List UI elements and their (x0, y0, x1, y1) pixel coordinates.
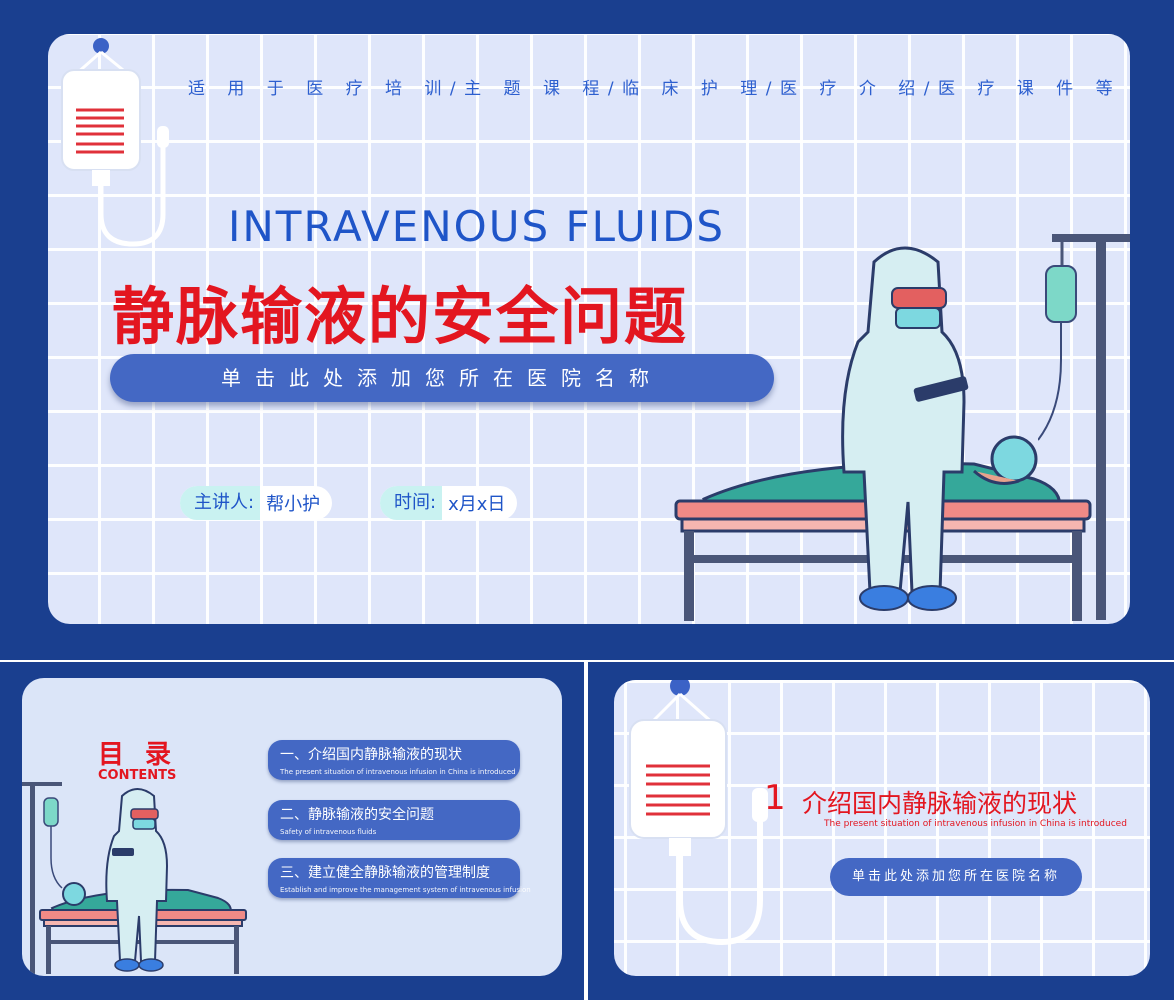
usage-line: 适 用 于 医 疗 培 训/主 题 课 程/临 床 护 理/医 疗 介 绍/医 … (188, 79, 1130, 99)
section-subtitle: The present situation of intravenous inf… (824, 819, 1127, 829)
title-en: INTRAVENOUS FLUIDS (228, 202, 726, 251)
toc-item-subtitle: The present situation of intravenous inf… (280, 768, 516, 776)
speaker-pill: 主讲人: 帮小护 (180, 486, 333, 520)
iv-stand-icon (22, 782, 63, 976)
doctor-figure (841, 246, 969, 611)
iv-stand-icon (1038, 234, 1130, 620)
doctor-figure (105, 788, 169, 972)
toc-item-title: 二、静脉输液的安全问题 (280, 807, 434, 823)
toc-item-subtitle: Safety of intravenous fluids (280, 828, 377, 836)
toc-item-subtitle: Establish and improve the management sys… (280, 886, 531, 894)
contents-title: 目 录 (98, 740, 178, 770)
time-pill: 时间: x月x日 (380, 486, 518, 520)
toc-item-2[interactable]: 二、静脉输液的安全问题 Safety of intravenous fluids (268, 800, 520, 840)
time-value[interactable]: x月x日 (448, 494, 506, 515)
time-label: 时间: (380, 486, 443, 520)
iv-bag-icon (629, 680, 768, 946)
hospital-name-placeholder[interactable]: 单击此处添加您所在医院名称 (110, 354, 774, 402)
toc-item-1[interactable]: 一、介绍国内静脉输液的现状 The present situation of i… (268, 740, 520, 780)
section-number: 1 (764, 778, 786, 818)
speaker-label: 主讲人: (180, 486, 261, 520)
toc-item-title: 一、介绍国内静脉输液的现状 (280, 747, 462, 763)
main-slide[interactable]: 适 用 于 医 疗 培 训/主 题 课 程/临 床 护 理/医 疗 介 绍/医 … (0, 0, 1174, 660)
iv-bag-icon (61, 38, 169, 247)
speaker-value[interactable]: 帮小护 (266, 494, 321, 515)
hospital-name-placeholder[interactable]: 单击此处添加您所在医院名称 (830, 858, 1082, 896)
toc-item-3[interactable]: 三、建立健全静脉输液的管理制度 Establish and improve th… (268, 858, 531, 898)
section-title: 介绍国内静脉输液的现状 (802, 789, 1078, 818)
section-card: 1 介绍国内静脉输液的现状 The present situation of i… (614, 680, 1150, 976)
section-slide[interactable]: 1 介绍国内静脉输液的现状 The present situation of i… (588, 662, 1174, 1000)
toc-item-title: 三、建立健全静脉输液的管理制度 (280, 865, 490, 881)
contents-subtitle: CONTENTS (98, 768, 177, 783)
contents-slide[interactable]: 目 录 CONTENTS 一、介绍国内静脉输液的现状 The present s… (0, 662, 584, 1000)
title-cn: 静脉输液的安全问题 (112, 280, 689, 353)
main-slide-card: 适 用 于 医 疗 培 训/主 题 课 程/临 床 护 理/医 疗 介 绍/医 … (48, 34, 1130, 624)
contents-card: 目 录 CONTENTS 一、介绍国内静脉输液的现状 The present s… (22, 678, 562, 976)
